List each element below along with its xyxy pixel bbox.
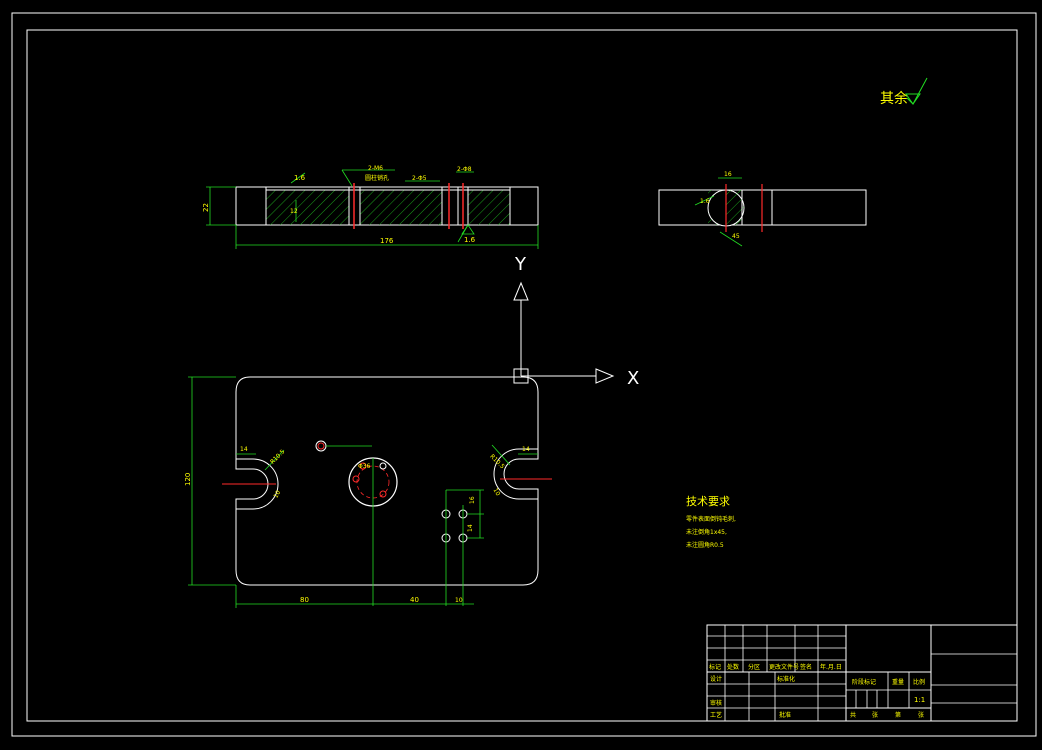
process-label: 工艺: [710, 711, 722, 719]
rev-header-4: 更改文件号: [769, 663, 799, 671]
callout-right: 2-Φ8: [457, 166, 472, 173]
callout-top-b: 圆柱销孔: [365, 174, 389, 182]
sheet-no-label: 第: [895, 711, 901, 719]
sheet-total-label: 共: [850, 711, 856, 719]
callout-top-a: 2-M6: [368, 165, 383, 172]
scale-value: 1:1: [914, 696, 925, 704]
x-axis-label: X: [627, 368, 639, 389]
dim-x2: 40: [410, 596, 419, 604]
rev-header-5: 签名: [800, 663, 812, 671]
rev-header-2: 处数: [727, 663, 739, 671]
slot-left: 14: [240, 446, 248, 453]
checker-label: 审核: [710, 699, 722, 707]
plan-view: Φ36 16 14 120 80 40 10 14 14 R10.5: [184, 376, 552, 608]
sheet-unit-a: 张: [872, 711, 878, 719]
outer-frame: [11, 12, 1037, 737]
tech-line-1: 零件表面倒钝毛刺,: [686, 515, 736, 523]
sheet-unit-b: 张: [918, 711, 924, 719]
dim-inner-depth: 12: [290, 208, 298, 215]
bore-dia: Φ36: [358, 463, 371, 470]
pin-spacing-h: 14: [467, 524, 474, 532]
scale-label: 比例: [913, 678, 925, 686]
slot-width-left: 10: [272, 489, 282, 499]
ucs-icon: Y X: [513, 254, 639, 389]
stage-label: 阶段标记: [852, 678, 876, 686]
surface-finish-note: 其余: [880, 77, 928, 107]
callout-mid: 2-Φ5: [412, 175, 427, 182]
radius-right: R10.5: [488, 453, 505, 470]
dim-total-length: 176: [380, 237, 394, 245]
dim-height: 120: [184, 473, 192, 486]
standard-label: 标准化: [777, 675, 795, 683]
roughness-left: 1.6: [294, 174, 306, 182]
tech-line-2: 未注倒角1x45,: [686, 528, 727, 536]
side-view: 16 1.6 45: [658, 171, 867, 247]
approve-label: 批准: [779, 711, 791, 719]
side-width-small: 16: [724, 171, 732, 178]
title-block: 标记 处数 分区 更改文件号 签名 年.月.日 设计 标准化 审核 工艺 批准 …: [706, 624, 1018, 722]
inner-frame: [26, 29, 1018, 722]
pin-spacing-v: 16: [469, 496, 476, 504]
dim-x3: 10: [455, 597, 463, 604]
weight-label: 重量: [892, 678, 904, 686]
side-roughness: 1.6: [700, 198, 710, 205]
tech-line-3: 未注圆角R0.5: [686, 541, 724, 549]
rev-header-6: 年.月.日: [820, 663, 842, 671]
side-angle: 45: [732, 233, 740, 240]
rev-header-1: 标记: [709, 663, 721, 671]
radius-left: R10.5: [269, 448, 286, 465]
roughness-bottom: 1.6: [464, 236, 476, 244]
y-axis-label: Y: [514, 254, 527, 275]
dim-x1: 80: [300, 596, 309, 604]
tech-requirements: 技术要求 零件表面倒钝毛刺, 未注倒角1x45, 未注圆角R0.5: [686, 495, 736, 549]
surface-finish-label: 其余: [880, 90, 908, 107]
designer-label: 设计: [710, 675, 722, 683]
rev-header-3: 分区: [748, 663, 760, 671]
top-section-view: 176 22 1.6 12 2-M6 圆柱销孔 2-Φ5 2-Φ8 1.6: [202, 165, 539, 249]
tech-title: 技术要求: [686, 495, 730, 508]
slot-right: 14: [522, 446, 530, 453]
dim-thickness: 22: [202, 203, 210, 212]
slot-width-right: 10: [492, 487, 502, 497]
